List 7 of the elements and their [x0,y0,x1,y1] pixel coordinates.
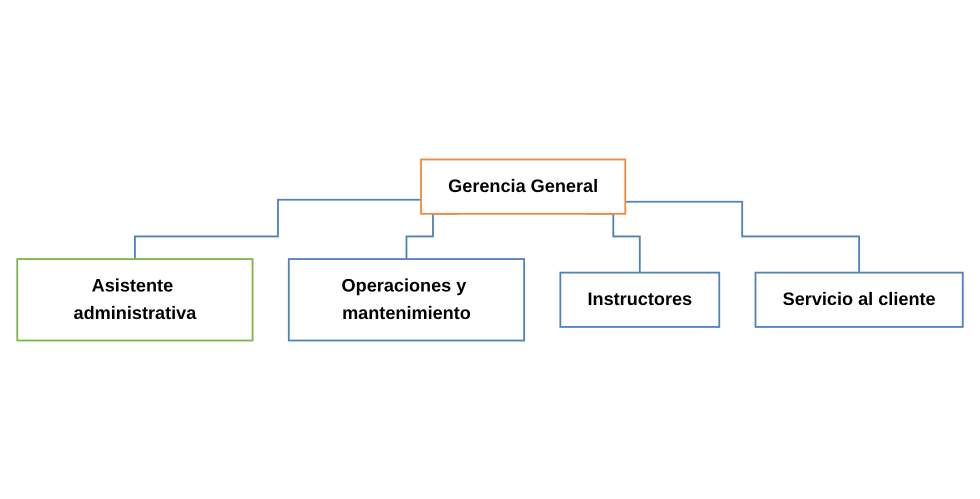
node-box: Gerencia General [420,158,626,214]
node-box: Asistente administrativa [16,258,254,341]
node-box: Instructores [559,271,720,328]
node-box: Operaciones y mantenimiento [288,258,526,341]
node-box: Servicio al cliente [754,271,964,328]
connector [625,200,860,274]
connector [134,198,421,260]
